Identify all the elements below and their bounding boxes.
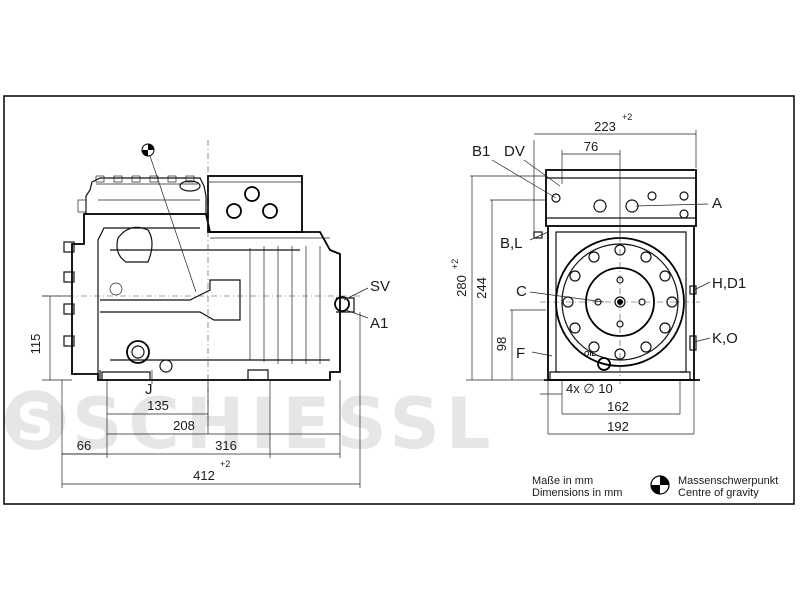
legend: Maße in mm Dimensions in mm Massenschwer… [532,475,778,499]
label-oil: OIL [584,351,596,358]
centre-of-gravity-icon [650,475,670,495]
label-a: A [712,195,722,212]
watermark: S SCHIESSL [5,383,497,465]
side-cog-icon [141,143,197,293]
label-k-o: K,O [712,330,738,347]
label-f: F [516,345,525,362]
legend-cog-en: Centre of gravity [678,487,759,499]
sight-glass [126,340,150,364]
label-dv: DV [504,143,525,160]
dim-holes: 4x ∅ 10 [566,381,613,396]
dim-244: 244 [474,277,489,299]
legend-units-en: Dimensions in mm [532,487,622,499]
dim-316: 316 [215,438,237,453]
label-j: J [145,381,153,398]
label-bl: B,L [500,235,523,252]
watermark-brand: SCHIESSL [72,383,497,465]
label-c: C [516,283,527,300]
dim-98: 98 [494,337,509,351]
dim-223-tolerance: +2 [622,112,632,122]
legend-units-de: Maße in mm [532,475,593,487]
dim-208: 208 [173,418,195,433]
label-h-d1: H,D1 [712,275,746,292]
label-a1: A1 [370,315,388,332]
dim-115: 115 [28,334,43,355]
dim-412-tolerance: +2 [220,459,230,469]
label-sv: SV [370,278,390,295]
dim-192: 192 [607,419,629,434]
dim-66: 66 [77,438,91,453]
front-cog-icon [617,299,623,305]
label-b1: B1 [472,143,490,160]
dim-280-tolerance: +2 [450,259,460,269]
side-view: SV A1 J 115 135 208 66 316 412 +2 [28,140,390,488]
legend-cog-de: Massenschwerpunkt [678,475,778,487]
dim-135: 135 [147,398,169,413]
dim-223: 223 [594,119,616,134]
watermark-logo-icon [5,390,65,450]
dim-412: 412 [193,468,215,483]
dim-76: 76 [584,139,598,154]
dim-162: 162 [607,399,629,414]
watermark-logo-letter: S [16,393,53,453]
dim-280: 280 [454,275,469,297]
front-view: OIL B1 DV A B,L C H,D1 K,O F [450,112,746,435]
